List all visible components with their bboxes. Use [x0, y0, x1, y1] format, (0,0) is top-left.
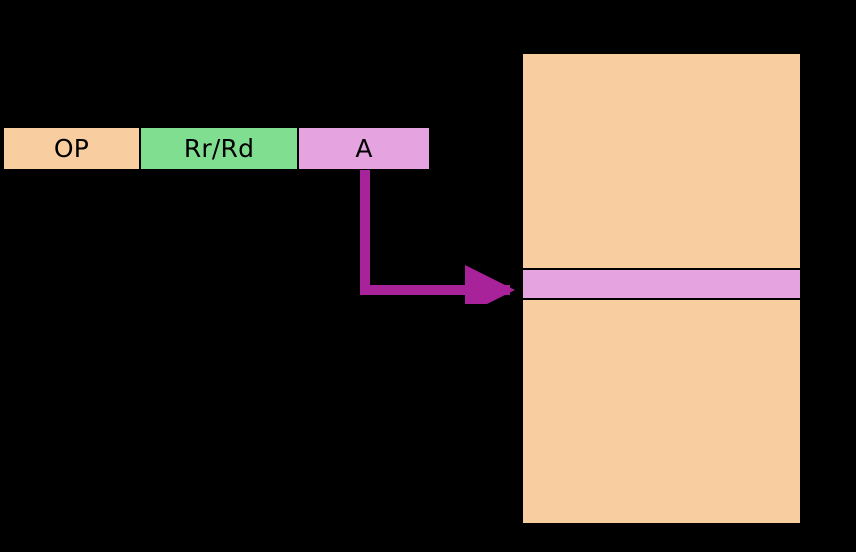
memory-cell-upper — [523, 54, 800, 268]
address-to-memory-arrow — [360, 170, 515, 304]
memory-cell-target — [521, 268, 802, 300]
instruction-field-rrrd-label: Rr/Rd — [183, 134, 255, 163]
instruction-field-rrrd: Rr/Rd — [139, 126, 299, 171]
instruction-field-op-label: OP — [53, 134, 90, 163]
memory-block — [521, 52, 802, 525]
arrow-path — [360, 170, 515, 304]
instruction-word: OP Rr/Rd A — [2, 126, 431, 171]
memory-cell-lower — [523, 300, 800, 523]
instruction-field-a-label: A — [355, 134, 373, 163]
instruction-field-a: A — [297, 126, 431, 171]
instruction-field-op: OP — [2, 126, 141, 171]
